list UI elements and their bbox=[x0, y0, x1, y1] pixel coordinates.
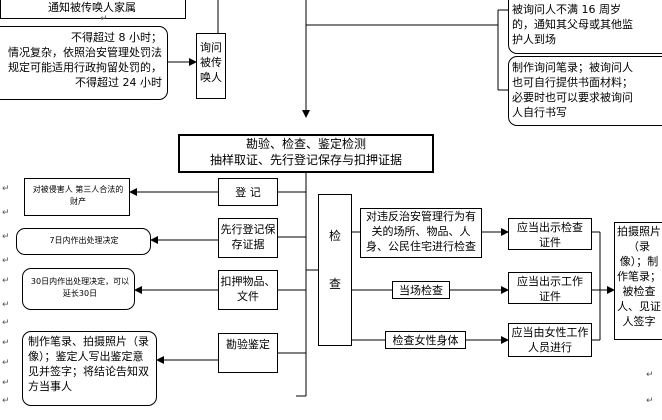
decide-30days-box bbox=[22, 268, 135, 310]
inspect-box bbox=[318, 194, 352, 346]
register-text: 登 记 bbox=[235, 186, 261, 199]
victim-property-box bbox=[24, 178, 130, 216]
onsite-text: 当场检查 bbox=[399, 284, 443, 297]
notify-family-box bbox=[0, 0, 186, 19]
seize-box bbox=[218, 270, 278, 310]
survey-box bbox=[218, 333, 278, 373]
record-statement-box bbox=[508, 56, 662, 126]
minor-guardian-text: 被询问人不满 16 周岁的，通知其父母或其他监护人到场 bbox=[512, 3, 633, 46]
return-mark-10: ↵ bbox=[2, 378, 10, 388]
return-mark-11: ↵ bbox=[2, 396, 10, 406]
return-mark-12: ↵ bbox=[646, 370, 654, 380]
decide-7days-box bbox=[16, 228, 151, 255]
show-cert2-box bbox=[508, 272, 592, 304]
question-summoned-box bbox=[196, 33, 226, 99]
survey-text: 勘验鉴定 bbox=[226, 338, 270, 351]
return-mark-1: ↵ bbox=[2, 184, 10, 194]
decide-7days-text: 7日内作出处理决定 bbox=[49, 236, 119, 245]
evidence-header-line1: 勘验、检查、鉴定检测 bbox=[245, 137, 366, 151]
return-mark-2: ↵ bbox=[2, 208, 10, 218]
return-mark-13: ↵ bbox=[646, 396, 654, 406]
register-preserve-text: 先行登记保存证据 bbox=[220, 223, 276, 251]
return-mark-7: ↵ bbox=[2, 318, 10, 328]
victim-property-text: 对被侵害人 第三人合法的财产 bbox=[32, 185, 124, 206]
time-limit-box bbox=[0, 26, 168, 100]
record-statement-text: 制作询问笔录；被询问人也可自行提供书面材料；必要时也可以要求被询问人自行书写 bbox=[512, 61, 633, 119]
survey-steps-box bbox=[22, 331, 157, 406]
return-mark-4: ↵ bbox=[2, 256, 10, 266]
female-staff-text: 应当由女性工作人员进行 bbox=[511, 326, 589, 354]
evidence-header-box bbox=[178, 134, 434, 173]
photo-record-text: 拍摄照片（录像）；制作笔录；被检查人、见证人签字 bbox=[617, 225, 661, 328]
return-mark-9: ↵ bbox=[2, 358, 10, 368]
show-cert2-text: 应当出示工作证件 bbox=[517, 275, 583, 303]
notify-family-text: 通知被传唤人家属 bbox=[48, 1, 136, 14]
photo-record-box bbox=[614, 222, 662, 340]
minor-guardian-box bbox=[508, 0, 662, 54]
show-cert1-box bbox=[508, 218, 592, 250]
decide-30days-text: 30日内作出处理决定，可以延长30日 bbox=[30, 277, 130, 298]
return-mark-5: ↵ bbox=[2, 276, 10, 286]
seize-text: 扣押物品、文件 bbox=[220, 275, 276, 303]
inspect-text: 检 查 bbox=[328, 229, 341, 291]
return-mark-8: ↵ bbox=[2, 338, 10, 348]
survey-steps-text: 制作笔录、拍摄照片（录像）；鉴定人写出鉴定意见并签字；将结论告知双方当事人 bbox=[28, 335, 149, 393]
time-limit-text: 不得超过 8 小时； 情况复杂，依照治安管理处罚法规定可能适用行政拘留处罚的，不… bbox=[8, 31, 162, 89]
female-staff-box bbox=[508, 323, 592, 357]
show-cert1-text: 应当出示检查证件 bbox=[517, 221, 583, 249]
register-preserve-box bbox=[218, 218, 278, 258]
inspect-premises-text: 对违反治安管理行为有关的场所、物品、人身、公民住宅进行检查 bbox=[366, 210, 476, 253]
female-body-box bbox=[385, 331, 466, 349]
return-mark-14: ↵ bbox=[100, 14, 108, 24]
evidence-header-line2: 抽样取证、先行登记保存与扣押证据 bbox=[209, 153, 402, 167]
register-box bbox=[218, 178, 278, 206]
onsite-box bbox=[392, 281, 450, 299]
inspect-premises-box bbox=[360, 208, 482, 258]
return-mark-3: ↵ bbox=[2, 232, 10, 242]
question-summoned-text: 询问被传唤人 bbox=[200, 41, 222, 84]
female-body-text: 检查女性身体 bbox=[392, 334, 459, 347]
return-mark-6: ↵ bbox=[2, 300, 10, 310]
